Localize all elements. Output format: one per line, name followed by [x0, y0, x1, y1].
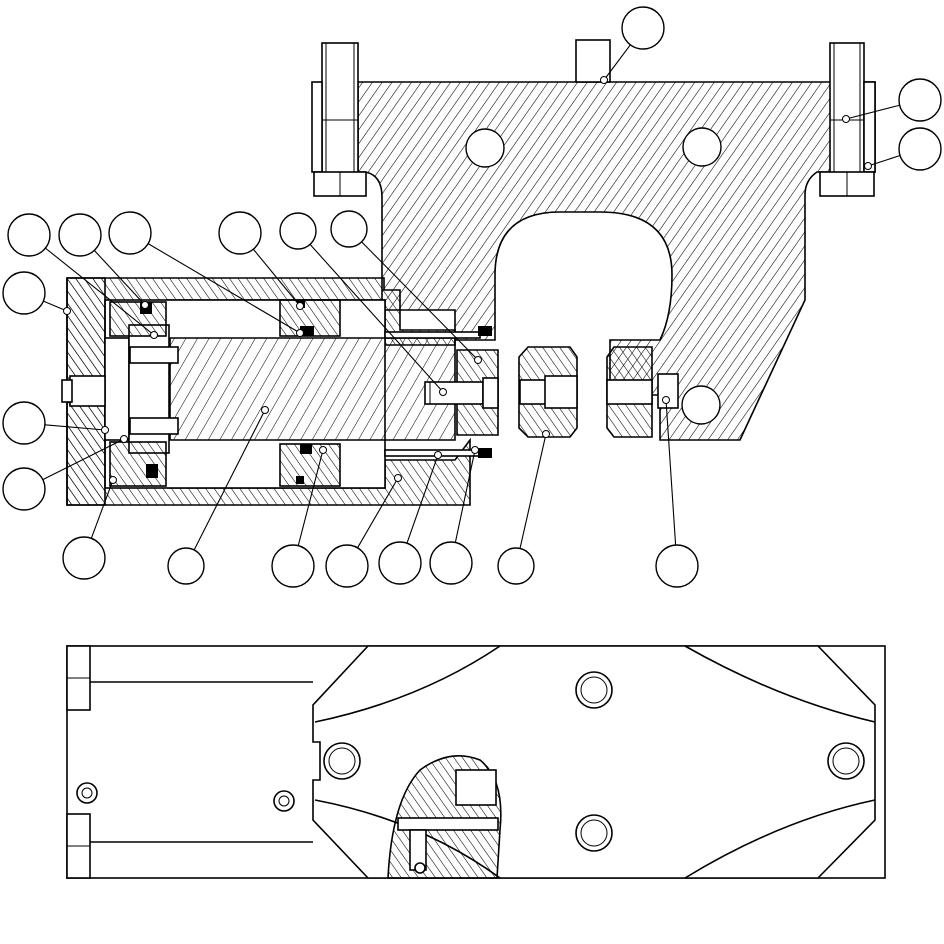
right-bolt: [819, 42, 876, 197]
leader-dot: [474, 356, 482, 364]
callout-balloon: [2, 467, 46, 511]
leader-dot: [542, 430, 550, 438]
leader-line: [361, 241, 479, 361]
leader-dot: [120, 435, 128, 443]
leader-dot: [319, 446, 327, 454]
piston-rod: [169, 337, 456, 441]
leader-dot: [150, 331, 158, 339]
callout-balloon: [279, 212, 317, 250]
callout-balloon: [898, 78, 942, 122]
callout-balloon: [167, 547, 205, 585]
callout-balloon: [325, 544, 369, 588]
center-pin: [575, 39, 611, 83]
leader-line: [193, 409, 266, 551]
leader-line: [297, 449, 324, 546]
callout-balloon: [58, 213, 102, 257]
leader-dot: [141, 301, 149, 309]
leader-line: [147, 243, 301, 334]
middle-jaw: [518, 346, 578, 438]
plan-bolt-holes: [76, 671, 865, 852]
rod-seal-lower: [384, 449, 481, 457]
callout-balloon: [2, 401, 46, 445]
leader-dot: [296, 329, 304, 337]
callout-balloon: [682, 127, 722, 167]
callout-balloon: [271, 544, 315, 588]
callout-balloon: [898, 127, 942, 171]
leader-line: [454, 449, 476, 543]
callout-balloon: [378, 541, 422, 585]
leader-dot: [662, 396, 670, 404]
plan-view: [66, 645, 886, 879]
leader-dot: [439, 388, 447, 396]
callout-balloon: [429, 541, 473, 585]
leader-line: [603, 44, 631, 81]
callout-balloon: [621, 6, 665, 50]
leader-dot: [101, 426, 109, 434]
leader-line: [357, 477, 399, 549]
leader-line: [42, 438, 125, 481]
callout-balloon: [330, 210, 368, 248]
rod-guide: [279, 299, 341, 487]
leader-dot: [434, 451, 442, 459]
callout-balloon: [218, 211, 262, 255]
section-view: [61, 39, 876, 506]
left-bolt: [311, 42, 367, 197]
callout-balloon: [681, 385, 721, 425]
callout-balloon: [108, 211, 152, 255]
callout-balloon: [497, 547, 535, 585]
leader-line: [867, 155, 901, 167]
piston-head: [61, 301, 179, 487]
leader-line: [93, 250, 146, 306]
leader-dot: [261, 406, 269, 414]
leader-dot: [109, 476, 117, 484]
leader-dot: [864, 162, 872, 170]
callout-balloons: [2, 6, 942, 588]
callout-balloon: [7, 213, 51, 257]
leader-line: [406, 454, 439, 544]
callout-balloon: [62, 536, 106, 580]
rod-seal: [384, 331, 481, 339]
leader-line: [90, 479, 114, 539]
leader-line: [519, 433, 547, 549]
clamp-body: [357, 81, 876, 441]
leader-dot: [63, 307, 71, 315]
leader-line: [252, 248, 301, 307]
leader-dot: [842, 115, 850, 123]
leader-dot: [471, 446, 479, 454]
leader-dot: [394, 474, 402, 482]
leader-line: [845, 104, 900, 120]
callout-balloon: [465, 128, 505, 168]
leader-dot: [600, 76, 608, 84]
leader-line: [309, 244, 444, 393]
leader-dot: [296, 302, 304, 310]
leader-line: [665, 399, 677, 546]
leader-line: [45, 247, 155, 336]
leader-line: [43, 300, 68, 312]
callout-balloon: [2, 271, 46, 315]
callout-balloon: [655, 544, 699, 588]
leader-line: [44, 424, 106, 431]
